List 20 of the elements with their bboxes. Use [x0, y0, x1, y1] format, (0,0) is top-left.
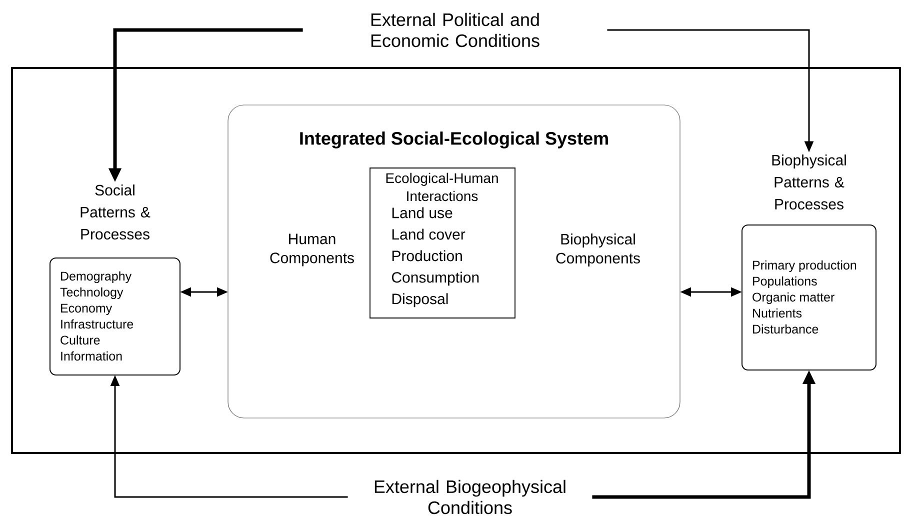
- node-label: Organic matter: [752, 292, 834, 304]
- node-label: Populations: [753, 276, 817, 288]
- node-label: Nutrients: [753, 308, 802, 318]
- process-box: Demography Technology Economy Infrastructure Culture Information: [50, 258, 180, 376]
- interaction-box: Ecological-Human Interactions Land use Land cover Production Consumption Disposal: [370, 168, 516, 318]
- component-label: Human Components: [270, 234, 354, 266]
- box-heading: Biophysical Patterns & Processes: [772, 154, 846, 210]
- node-label: Economy: [61, 304, 112, 316]
- node-label: Primary production: [753, 260, 856, 272]
- condition-label: External Biogeophysical Conditions: [374, 480, 566, 514]
- node-label: Infrastructure: [61, 319, 134, 329]
- condition-label: External Political and Economic Conditions: [371, 12, 540, 48]
- node-label: Culture: [60, 335, 100, 345]
- component-label: Biophysical Components: [556, 234, 640, 266]
- process-box: Primary production Populations Organic matter Nutrients Disturbance: [742, 224, 876, 370]
- node-label: Technology: [60, 287, 124, 300]
- node-label: Demography: [61, 271, 132, 284]
- box-heading: Social Patterns & Processes: [80, 184, 150, 240]
- node-label: Information: [61, 351, 122, 361]
- node-label: Disturbance: [753, 324, 818, 334]
